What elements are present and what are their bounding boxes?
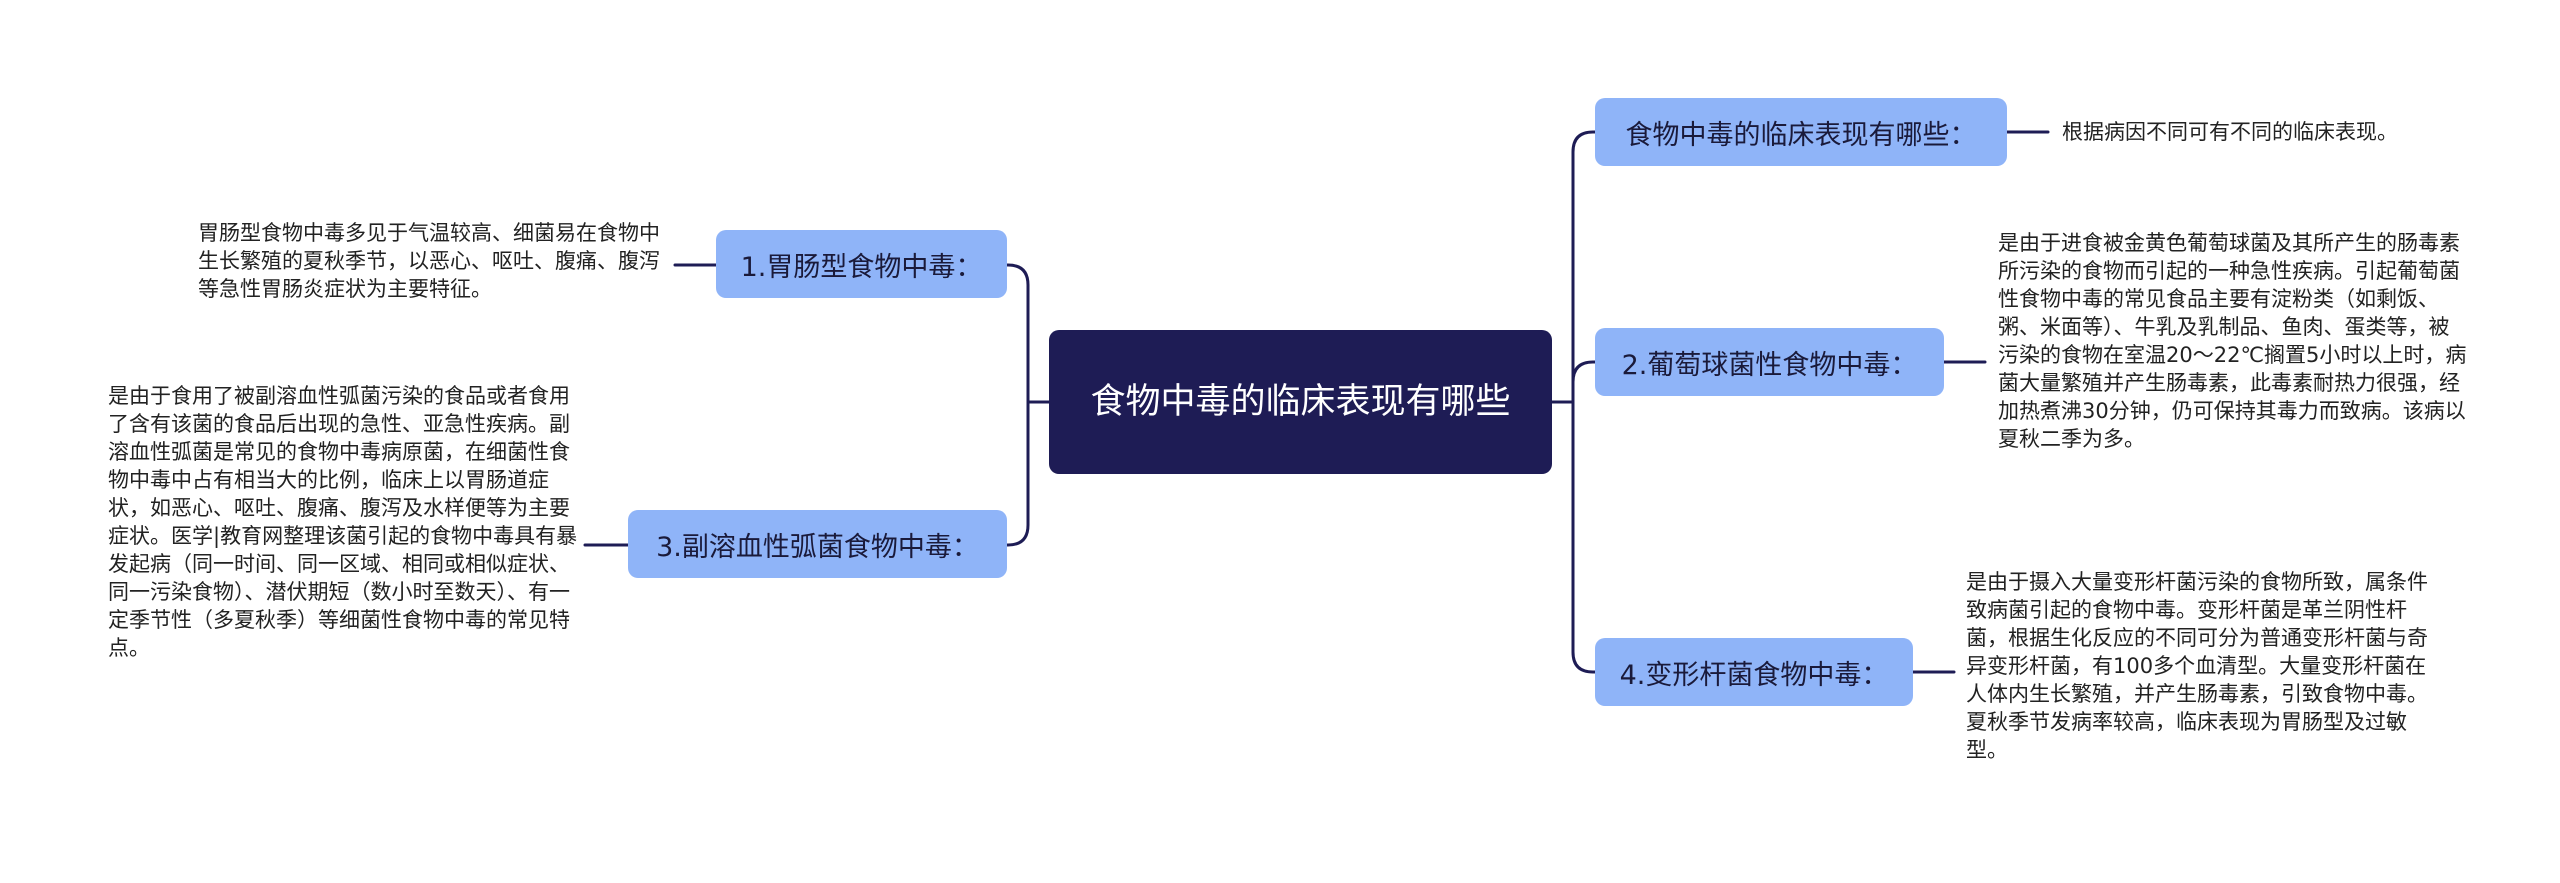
detail-staphylococcus: 是由于进食被金黄色葡萄球菌及其所产生的肠毒素所污染的食物而引起的一种急性疾病。引… bbox=[1998, 231, 2467, 451]
topic-proteus-label: 4.变形杆菌食物中毒： bbox=[1619, 659, 1889, 691]
root-title: 食物中毒的临床表现有哪些 bbox=[1090, 382, 1511, 422]
topic-staphylococcus[interactable]: 2.葡萄球菌性食物中毒： bbox=[1595, 328, 1944, 396]
detail-proteus: 是由于摄入大量变形杆菌污染的食物所致，属条件致病菌引起的食物中毒。变形杆菌是革兰… bbox=[1966, 570, 2428, 762]
detail-gastrointestinal: 胃肠型食物中毒多见于气温较高、细菌易在食物中生长繁殖的夏秋季节，以恶心、呕吐、腹… bbox=[198, 221, 660, 301]
topic-clinical-overview[interactable]: 食物中毒的临床表现有哪些： bbox=[1595, 98, 2007, 166]
detail-vibrio-parahaemolyticus: 是由于食用了被副溶血性弧菌污染的食品或者食用了含有该菌的食品后出现的急性、亚急性… bbox=[108, 384, 578, 660]
connector-right-topic-2 bbox=[1571, 360, 1597, 404]
root-node[interactable]: 食物中毒的临床表现有哪些 bbox=[1049, 330, 1552, 474]
topic-vibrio-label: 3.副溶血性弧菌食物中毒： bbox=[656, 531, 979, 563]
topic-gastrointestinal[interactable]: 1.胃肠型食物中毒： bbox=[716, 230, 1007, 298]
detail-clinical-overview: 根据病因不同可有不同的临床表现。 bbox=[2062, 120, 2398, 144]
topic-proteus[interactable]: 4.变形杆菌食物中毒： bbox=[1595, 638, 1913, 706]
connector-right-topic-4 bbox=[1571, 400, 1597, 674]
connector-left-topic-3 bbox=[1005, 400, 1030, 547]
topic-clinical-overview-label: 食物中毒的临床表现有哪些： bbox=[1625, 119, 1977, 151]
topic-gastrointestinal-label: 1.胃肠型食物中毒： bbox=[740, 251, 983, 283]
topic-vibrio-parahaemolyticus[interactable]: 3.副溶血性弧菌食物中毒： bbox=[628, 510, 1007, 578]
connector-right-topic-a bbox=[1571, 130, 1597, 404]
topic-staphylococcus-label: 2.葡萄球菌性食物中毒： bbox=[1621, 349, 1918, 381]
connector-left-topic-1 bbox=[1005, 263, 1030, 404]
